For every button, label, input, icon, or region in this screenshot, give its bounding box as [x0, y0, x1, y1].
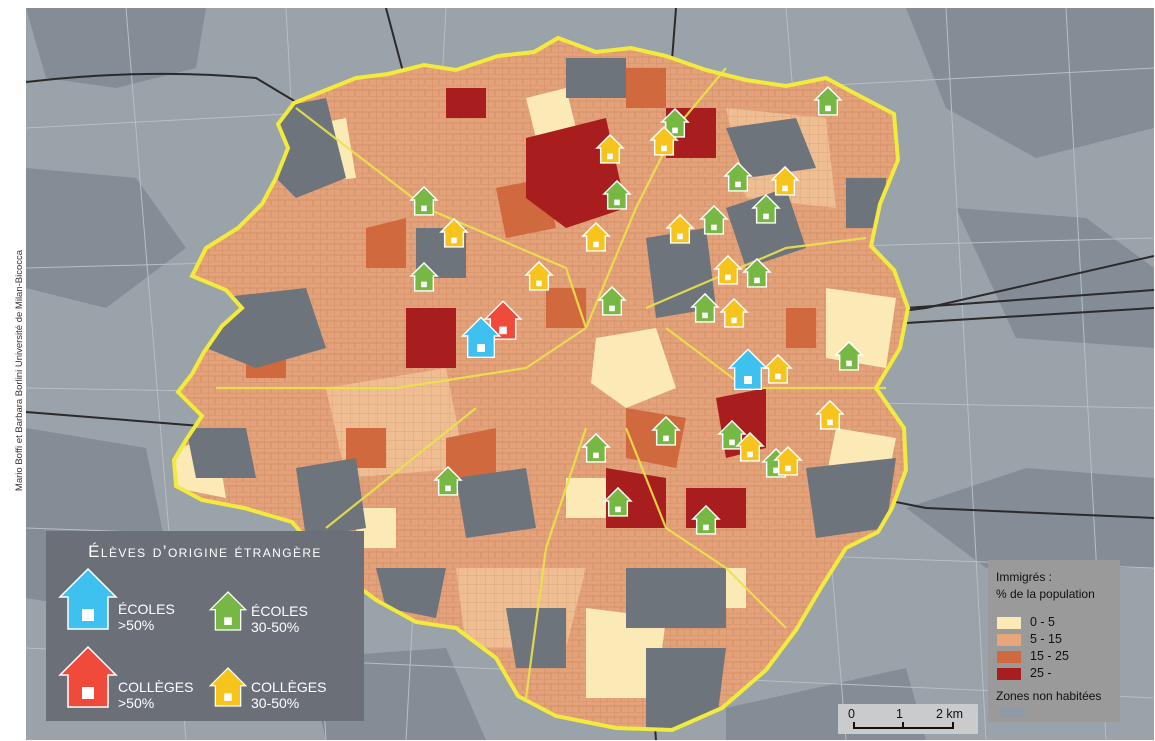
city-boundary: [171, 35, 911, 733]
class-label: 15 - 25: [1030, 649, 1069, 663]
school-marker-ecoles-30-50: [751, 193, 781, 224]
map-credit: Mario Boffi et Barbara Borlini Universit…: [0, 0, 26, 741]
scale-label-1: 1: [896, 707, 903, 721]
school-marker-ecoles-30-50: [699, 204, 729, 235]
legend-line2: 30-50%: [251, 695, 300, 711]
scale-tick: [952, 722, 954, 729]
school-marker-ecoles-30-50: [597, 285, 627, 316]
school-marker-ecoles-gt50: [460, 316, 502, 359]
scale-label-0: 0: [848, 707, 855, 721]
school-marker-ecoles-30-50: [409, 185, 439, 216]
school-marker-ecoles-30-50: [603, 486, 633, 517]
school-markers: [409, 85, 864, 535]
legend-label-colleges-gt50: COLLÈGES>50%: [118, 679, 193, 711]
class-label: 0 - 5: [1030, 615, 1056, 629]
unpopulated-swatch: [999, 707, 1025, 718]
class-label: 25 -: [1030, 666, 1052, 680]
schools-legend-title: Élèves d’origine étrangère: [88, 542, 322, 561]
school-marker-colleges-30-50: [735, 431, 765, 462]
legend-line1: COLLÈGES: [118, 679, 194, 695]
unpopulated-label: Zones non habitées: [996, 689, 1102, 703]
house-icon: [58, 645, 118, 708]
schools-legend: Élèves d’origine étrangère ÉCOLES>50% ÉC…: [46, 531, 364, 721]
school-marker-ecoles-30-50: [602, 179, 632, 210]
scale-bar: 0 1 2 km: [838, 704, 978, 734]
school-marker-ecoles-30-50: [690, 292, 720, 323]
school-marker-ecoles-30-50: [691, 504, 721, 535]
class-swatch: [997, 651, 1021, 663]
class-swatch: [997, 668, 1021, 680]
surrounding-settlements: [26, 8, 1154, 740]
population-legend-title-line2: % de la population: [996, 587, 1095, 601]
legend-item-ecoles-gt50: ÉCOLES>50%: [58, 567, 198, 637]
school-marker-colleges-30-50: [524, 260, 554, 291]
population-legend-title: Immigrés : % de la population: [996, 569, 1095, 603]
legend-line1: ÉCOLES: [118, 601, 175, 617]
legend-label-ecoles-gt50: ÉCOLES>50%: [118, 601, 175, 633]
school-marker-ecoles-30-50: [742, 257, 772, 288]
school-marker-colleges-30-50: [595, 133, 625, 164]
scale-label-2km: 2 km: [936, 707, 964, 721]
house-icon: [209, 667, 247, 707]
scale-tick: [902, 722, 904, 729]
school-marker-colleges-30-50: [713, 254, 743, 285]
school-marker-ecoles-30-50: [813, 85, 843, 116]
class-swatch: [997, 617, 1021, 629]
legend-item-colleges-gt50: COLLÈGES>50%: [58, 645, 208, 715]
school-marker-colleges-30-50: [719, 297, 749, 328]
school-marker-ecoles-30-50: [834, 340, 864, 371]
school-marker-ecoles-30-50: [717, 419, 747, 450]
legend-line2: >50%: [118, 695, 155, 711]
school-marker-ecoles-30-50: [581, 432, 611, 463]
legend-line1: ÉCOLES: [251, 603, 308, 619]
school-marker-colleges-30-50: [773, 445, 803, 476]
population-legend-title-line1: Immigrés :: [996, 570, 1053, 584]
house-icon: [209, 591, 247, 631]
school-marker-colleges-30-50: [763, 353, 793, 384]
school-marker-colleges-30-50: [665, 213, 695, 244]
school-marker-colleges-30-50: [770, 165, 800, 196]
school-marker-colleges-30-50: [649, 125, 679, 156]
credit-text: Mario Boffi et Barbara Borlini Universit…: [14, 249, 25, 492]
legend-line1: COLLÈGES: [251, 679, 327, 695]
school-marker-ecoles-30-50: [433, 465, 463, 496]
school-marker-colleges-30-50: [581, 221, 611, 252]
school-marker-colleges-30-50: [815, 399, 845, 430]
class-label: 5 - 15: [1030, 632, 1062, 646]
population-legend: Immigrés : % de la population 0 - 5 5 - 1…: [988, 560, 1120, 722]
school-marker-ecoles-30-50: [409, 261, 439, 292]
legend-line2: 30-50%: [251, 619, 300, 635]
house-icon: [58, 567, 118, 630]
class-swatch: [997, 634, 1021, 646]
school-marker-colleges-30-50: [439, 217, 469, 248]
legend-line2: >50%: [118, 617, 155, 633]
school-marker-ecoles-30-50: [723, 161, 753, 192]
school-marker-ecoles-30-50: [651, 415, 681, 446]
scale-tick: [853, 722, 855, 729]
